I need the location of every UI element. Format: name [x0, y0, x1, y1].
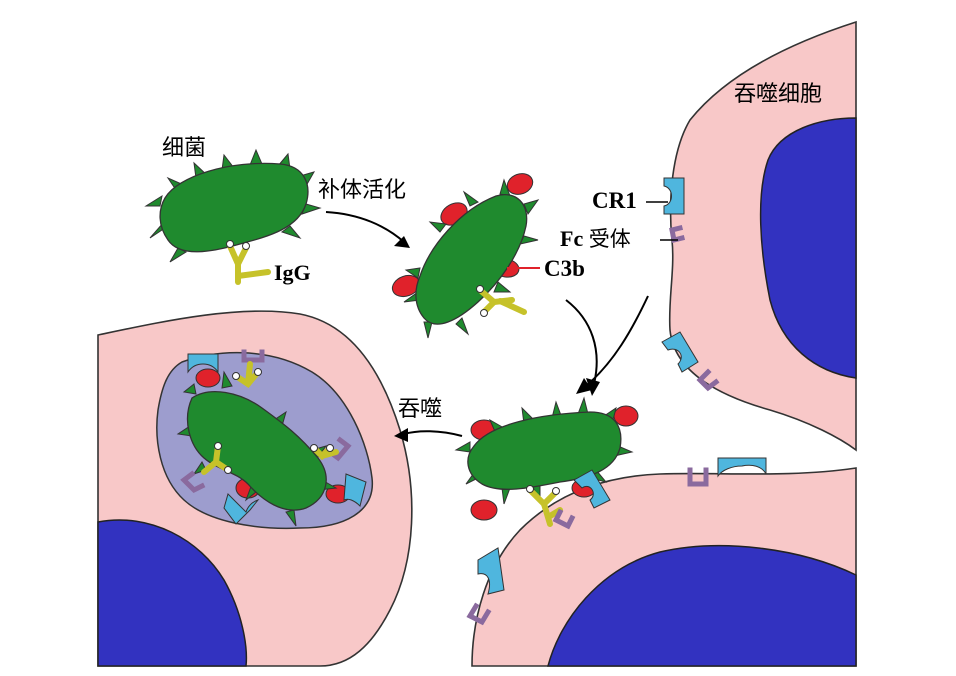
bacterium-opsonized-igg	[144, 148, 322, 285]
phagocyte-label: 吞噬细胞	[734, 82, 823, 107]
bacterium-engulfed-body	[186, 391, 327, 511]
phagocyte-left-nucleus	[97, 519, 248, 667]
phagocyte-bottom-nucleus	[547, 544, 857, 667]
arrow-complement-activation	[325, 211, 405, 243]
arrow-phagocytosis-head	[394, 428, 408, 442]
arrow-to-binding-1	[565, 299, 598, 385]
fc-receptors-bottom	[466, 467, 709, 626]
bacterium-3-body	[467, 411, 622, 490]
bacterium-label: 细菌	[162, 136, 207, 161]
igg-antibody-1	[226, 240, 271, 285]
cr1-receptor-bottom-3	[477, 547, 505, 595]
bacterium-binding	[454, 396, 639, 527]
bacterium-2-body	[415, 194, 528, 325]
cr1-receptor-bottom-1	[573, 469, 611, 509]
igg-engulfed-joints	[214, 368, 334, 474]
cr1-receptor-bottom-2	[717, 457, 767, 478]
igg-label: IgG	[274, 260, 311, 285]
fc-receptor-label: Fc 受体	[560, 228, 631, 250]
fc-receptor-label-suffix: 受体	[588, 227, 631, 251]
arrow-to-binding-2	[585, 295, 649, 387]
cr1-receptor-top-1	[663, 177, 685, 215]
cr1-engulfed	[187, 353, 367, 525]
arrow-complement-activation-head	[394, 236, 410, 248]
fc-receptor-top-1	[669, 224, 686, 244]
fc-receptor-bottom-3	[466, 602, 492, 626]
cr1-receptors-top	[661, 177, 699, 373]
fc-receptor-bottom-2	[687, 467, 709, 487]
fc-receptor-bottom-1	[552, 508, 576, 530]
phagocyte-top-right	[668, 20, 857, 452]
arrows	[325, 201, 678, 442]
bacterium-engulfed	[176, 349, 367, 527]
fc-receptor-top-2	[696, 368, 720, 392]
bacterium-1-body	[159, 162, 309, 253]
complement-activation-label: 补体活化	[318, 178, 407, 203]
c3b-label: C3b	[544, 256, 585, 281]
igg-antibody-3	[526, 485, 563, 527]
bacterium-opsonized-c3b	[391, 173, 540, 339]
fc-receptors-top	[669, 224, 720, 392]
cr1-receptor-top-2	[661, 331, 699, 373]
c3b-2	[391, 173, 534, 298]
igg-antibody-2	[476, 285, 527, 317]
phagocytosis-label: 吞噬	[398, 397, 443, 422]
phagocyte-top-nucleus	[759, 117, 857, 379]
arrow-phagocytosis	[403, 430, 463, 437]
phagocyte-bottom-right	[471, 467, 857, 667]
cr1-label: CR1	[592, 188, 637, 213]
cr1-receptors-bottom	[477, 457, 767, 595]
arrow-to-binding-2-head	[576, 378, 592, 394]
fc-receptor-label-prefix: Fc	[560, 226, 584, 251]
